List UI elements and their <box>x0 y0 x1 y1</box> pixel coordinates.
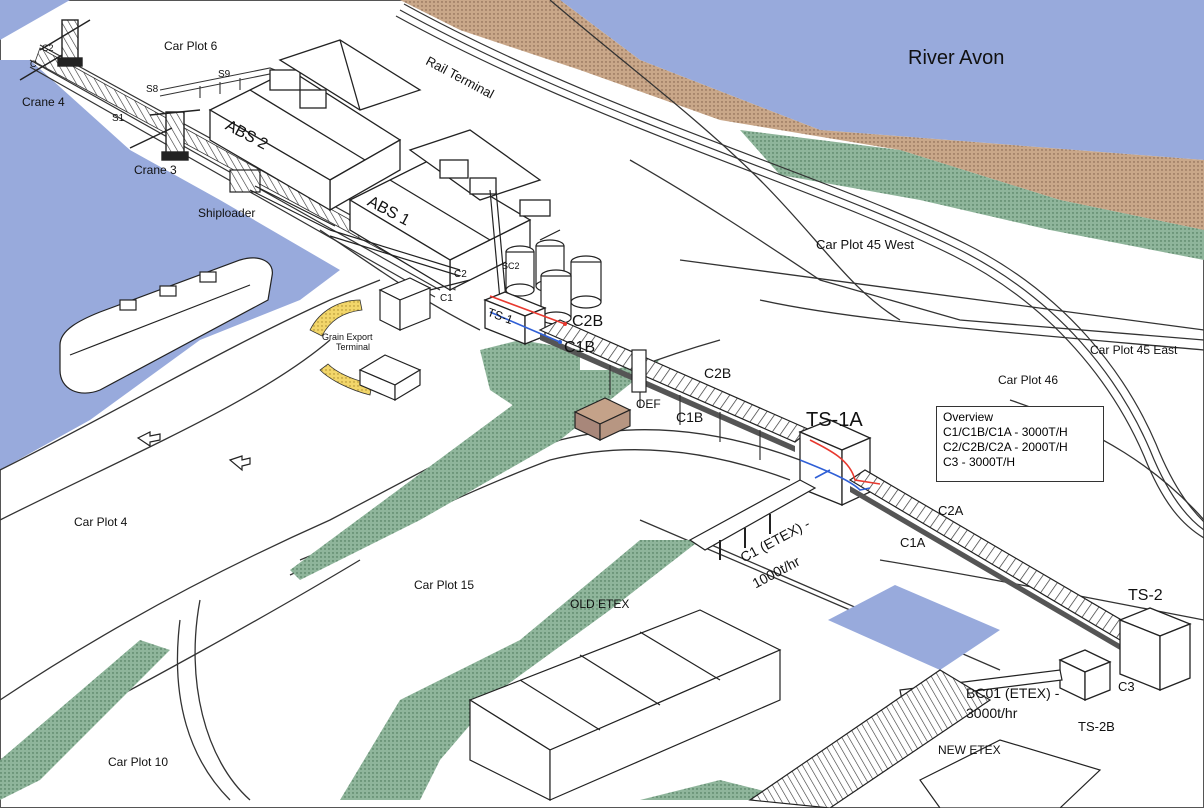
label-grain-export-2: Terminal <box>336 342 371 352</box>
grain-export-yellow <box>309 299 363 337</box>
label-c2b-top: C2B <box>572 313 604 330</box>
label-crane-4: Crane 4 <box>22 95 65 109</box>
label-sc2: SC2 <box>502 261 520 271</box>
overview-line-c1: C1/C1B/C1A - 3000T/H <box>943 425 1068 439</box>
grain-export-terminal <box>358 277 471 402</box>
ts1-building <box>483 291 547 345</box>
label-s9: S9 <box>218 69 231 80</box>
ship <box>59 257 273 394</box>
label-c3: C3 <box>1118 679 1135 694</box>
conveyor-c1-etex <box>688 479 817 551</box>
overview-line-c2: C2/C2B/C2A - 2000T/H <box>943 440 1068 454</box>
green-strip-left <box>0 640 170 800</box>
label-ts1a: TS-1A <box>806 409 863 431</box>
label-c1a: C1A <box>900 535 926 550</box>
label-c2b-mid: C2B <box>704 365 732 381</box>
green-strip-lower <box>340 540 700 800</box>
label-new-etex: NEW ETEX <box>938 743 1001 757</box>
new-etex-building <box>748 669 1102 808</box>
label-ts2b: TS-2B <box>1078 719 1115 734</box>
overview-legend: Overview C1/C1B/C1A - 3000T/H C2/C2B/C2A… <box>936 406 1104 482</box>
label-car-plot-45-west: Car Plot 45 West <box>816 237 915 252</box>
label-old-etex: OLD ETEX <box>570 597 630 611</box>
label-grain-export-1: Grain Export <box>322 332 373 342</box>
label-car-plot-10: Car Plot 10 <box>108 755 169 769</box>
river-avon-water <box>560 0 1204 160</box>
label-oef: OEF <box>636 397 661 411</box>
shiploader <box>229 169 336 231</box>
label-car-plot-46: Car Plot 46 <box>998 373 1059 387</box>
old-etex-building <box>468 609 782 801</box>
green-strip-middle <box>290 360 660 580</box>
green-patch-ts1 <box>480 340 580 410</box>
label-car-plot-4: Car Plot 4 <box>74 515 128 529</box>
label-crane-3: Crane 3 <box>134 163 177 177</box>
label-c2a: C2A <box>938 503 964 518</box>
abs1-building <box>348 129 551 292</box>
label-c1-ts1: C1 <box>440 293 453 304</box>
ts2-building <box>1118 607 1192 691</box>
label-c1b-mid: C1B <box>676 409 704 425</box>
overview-line-c3: C3 - 3000T/H <box>943 455 1016 469</box>
label-c1b-top: C1B <box>564 339 596 356</box>
riverbank-green <box>740 130 1204 260</box>
pond <box>828 585 1000 670</box>
label-river-avon: River Avon <box>908 47 1005 69</box>
oef-building <box>573 397 632 441</box>
label-crane-c2: C2 <box>42 43 54 53</box>
ts2b-building <box>1058 649 1112 702</box>
label-s8: S8 <box>146 84 159 95</box>
abs2-building <box>208 39 422 212</box>
label-car-plot-45-east: Car Plot 45 East <box>1090 343 1178 357</box>
dock-water <box>0 0 70 40</box>
label-shiploader: Shiploader <box>198 206 256 220</box>
crane-4 <box>19 19 91 81</box>
label-c2-ts1: C2 <box>454 269 467 280</box>
label-bc01-2: 3000t/hr <box>966 705 1018 721</box>
crane-3 <box>129 109 201 161</box>
label-car-plot-15: Car Plot 15 <box>414 578 475 592</box>
riverbank <box>400 0 1204 230</box>
label-s1: S1 <box>112 113 125 124</box>
label-crane-c: C <box>30 59 37 69</box>
label-bc01-1: BC01 (ETEX) - <box>966 685 1060 701</box>
overview-title: Overview <box>943 410 994 424</box>
label-ts2: TS-2 <box>1128 587 1163 604</box>
label-car-plot-6: Car Plot 6 <box>164 39 218 53</box>
